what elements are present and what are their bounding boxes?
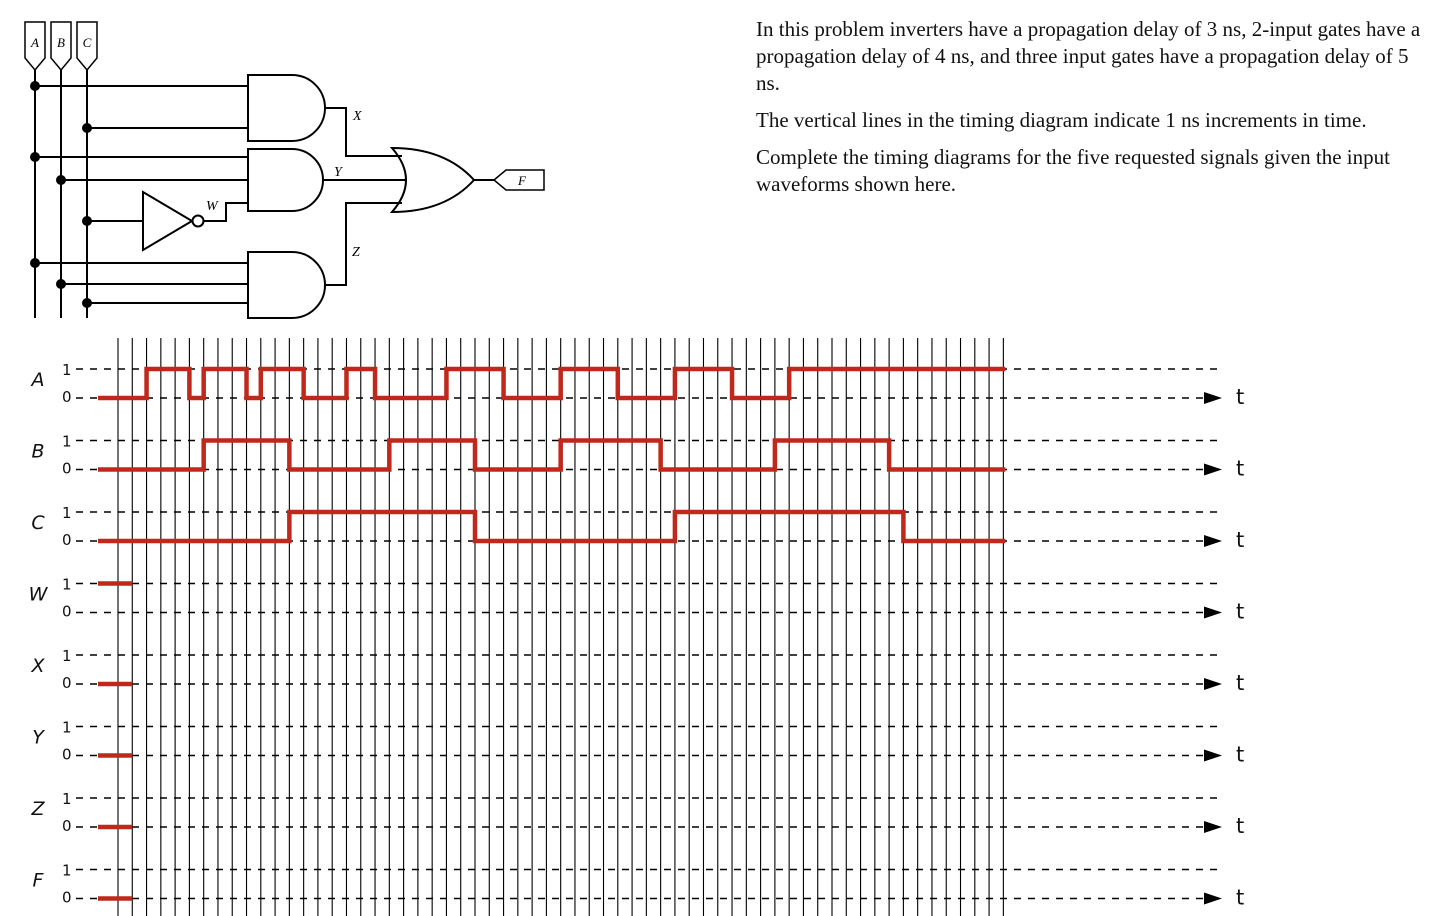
or-gate-f xyxy=(389,146,476,214)
and-gate-x xyxy=(247,74,326,142)
time-axis-label: t xyxy=(1236,528,1244,552)
level-1-label: 1 xyxy=(62,862,72,880)
time-axis-label: t xyxy=(1236,385,1244,409)
problem-paragraph-gridlines: The vertical lines in the timing diagram… xyxy=(756,108,1367,132)
problem-paragraph-task: Complete the timing diagrams for the fiv… xyxy=(756,145,1390,196)
gate-output-wires xyxy=(323,107,494,286)
time-arrowhead xyxy=(1204,749,1222,762)
level-0-label: 0 xyxy=(62,817,72,835)
signal-name-label: B xyxy=(31,441,44,463)
signal-name-label: Z xyxy=(30,798,45,820)
time-arrowhead xyxy=(1204,463,1222,476)
time-gridlines xyxy=(117,338,1004,916)
time-arrowhead xyxy=(1204,821,1222,833)
time-axis-label: t xyxy=(1236,743,1244,767)
and-gate-y xyxy=(247,148,324,212)
problem-paragraph-delays: In this problem inverters have a propaga… xyxy=(756,17,1421,95)
time-arrowhead xyxy=(1204,392,1222,404)
level-0-label: 0 xyxy=(62,674,72,692)
time-arrowhead xyxy=(1204,678,1222,690)
logic-circuit-schematic: A B C xyxy=(24,21,545,319)
input-terminal-a: A xyxy=(24,21,46,72)
inverter-gate xyxy=(142,190,205,252)
time-arrowhead xyxy=(1204,606,1222,619)
level-0-label: 0 xyxy=(62,531,72,549)
level-0-label: 0 xyxy=(62,603,72,621)
level-1-label: 1 xyxy=(62,719,72,737)
input-label-a: A xyxy=(30,35,39,50)
waveform-a xyxy=(98,366,1006,401)
wire-label-x: X xyxy=(352,109,362,124)
wire-label-z: Z xyxy=(352,245,360,260)
level-0-label: 0 xyxy=(62,460,72,478)
problem-statement: In this problem inverters have a propaga… xyxy=(756,16,1426,208)
level-1-label: 1 xyxy=(62,504,72,522)
signal-name-label: W xyxy=(29,584,49,606)
level-0-label: 0 xyxy=(62,388,72,406)
time-arrowhead xyxy=(1204,535,1222,547)
gate-input-wires xyxy=(35,85,248,304)
level-0-label: 0 xyxy=(62,889,72,907)
waveform-c xyxy=(98,509,1006,544)
time-axis-label: t xyxy=(1236,457,1244,481)
signal-name-label: F xyxy=(33,870,45,892)
time-axis-label: t xyxy=(1236,886,1244,910)
level-1-label: 1 xyxy=(62,433,72,451)
input-buses xyxy=(34,70,88,318)
input-label-b: B xyxy=(57,35,65,50)
time-axis-label: t xyxy=(1236,671,1244,695)
time-arrowhead xyxy=(1204,892,1222,905)
signal-name-label: A xyxy=(30,369,45,391)
output-label-f: F xyxy=(517,173,527,188)
wire-label-w: W xyxy=(206,199,219,214)
and-gate-z xyxy=(247,251,326,319)
input-label-c: C xyxy=(83,35,92,50)
level-0-label: 0 xyxy=(62,746,72,764)
signal-name-label: X xyxy=(30,655,45,677)
input-terminal-c: C xyxy=(76,21,98,72)
level-1-label: 1 xyxy=(62,361,72,379)
signal-name-label: Y xyxy=(32,727,45,749)
signal-name-label: C xyxy=(31,512,45,534)
waveform-b xyxy=(98,438,1006,472)
wire-label-y: Y xyxy=(334,165,344,180)
level-1-label: 1 xyxy=(62,790,72,808)
level-1-label: 1 xyxy=(62,576,72,594)
time-axis-label: t xyxy=(1236,600,1244,624)
time-axis-label: t xyxy=(1236,814,1244,838)
output-terminal-f: F xyxy=(492,169,545,191)
junction-dots xyxy=(30,81,92,308)
input-terminal-b: B xyxy=(50,21,72,72)
level-1-label: 1 xyxy=(62,647,72,665)
